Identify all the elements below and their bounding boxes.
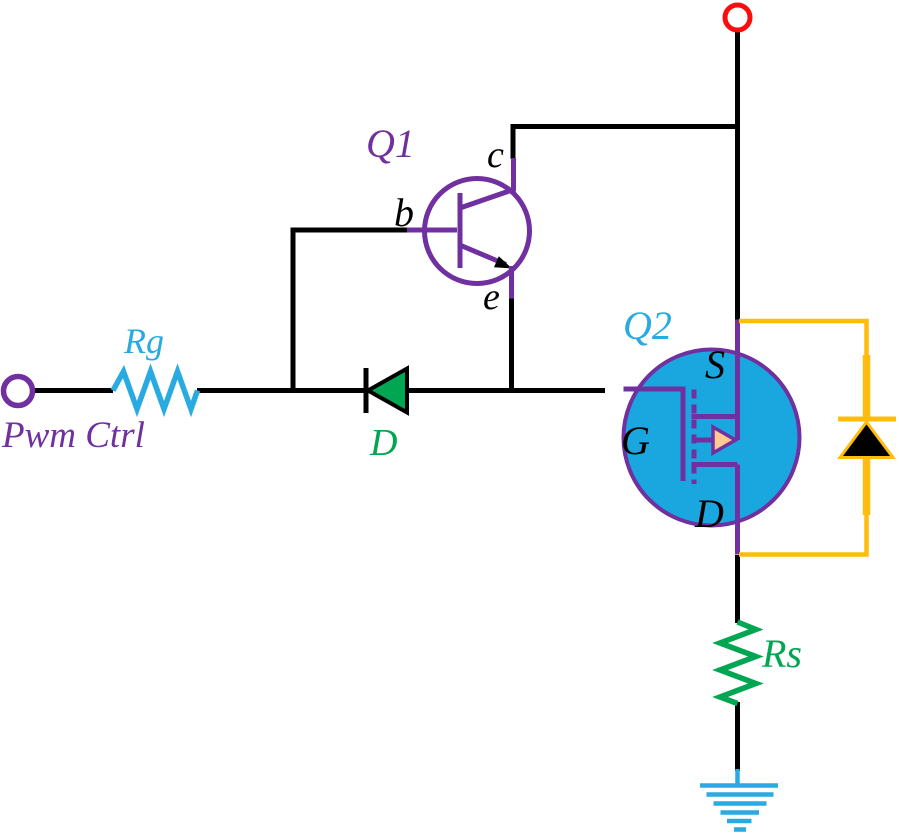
body-diode-wire-bottom <box>739 513 869 557</box>
wire-collector-branch <box>510 124 738 159</box>
q2-gate-lead <box>623 386 686 481</box>
supply-terminal <box>722 2 753 33</box>
label-q2-gate: G <box>621 418 650 463</box>
label-q1-emitter: e <box>483 276 500 318</box>
pwm-input-terminal <box>0 373 36 409</box>
label-q1-base: b <box>394 190 414 235</box>
body-diode-wire-top <box>739 318 869 357</box>
label-q1: Q1 <box>366 121 415 166</box>
label-rs: Rs <box>761 631 802 676</box>
resistor-rg <box>110 363 201 418</box>
label-q2-drain: D <box>694 491 724 536</box>
q1-collector-lead <box>459 158 516 211</box>
wires <box>33 30 740 771</box>
ground-icon <box>700 769 778 832</box>
label-pwm-ctrl: Pwm Ctrl <box>1 415 145 456</box>
q2-body-arrow-icon <box>711 423 739 457</box>
body-diode <box>739 318 896 557</box>
label-diode-d: D <box>369 422 397 464</box>
label-q2-source: S <box>705 342 725 387</box>
diode-d <box>363 365 409 416</box>
transistor-q1 <box>407 158 532 299</box>
label-q1-collector: c <box>487 134 504 176</box>
label-q2: Q2 <box>623 303 672 348</box>
q1-emitter-arrow-icon <box>494 256 512 269</box>
label-rg: Rg <box>123 321 164 361</box>
labels: Pwm Ctrl Rg Q1 b c e D Q2 S G D Rs <box>1 121 802 676</box>
mosfet-q2 <box>621 319 802 555</box>
diode-d-triangle <box>363 365 409 416</box>
wire-base-branch <box>290 227 409 391</box>
resistor-rs <box>712 619 764 707</box>
